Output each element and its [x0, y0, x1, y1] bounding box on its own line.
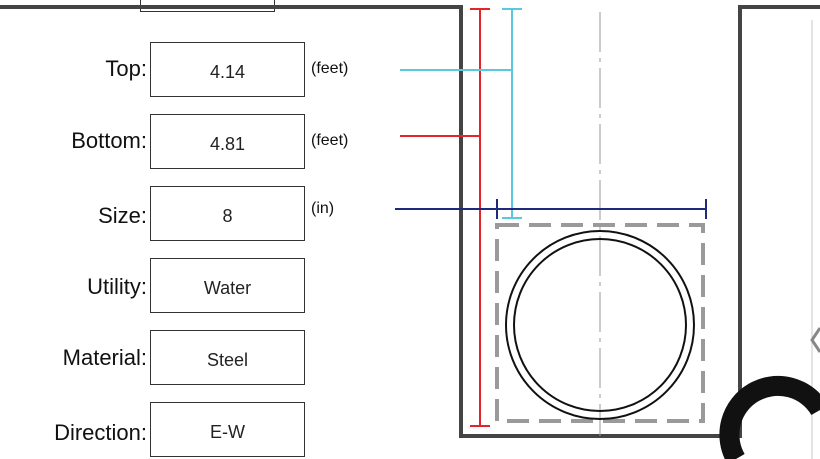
- rotate-arc-icon: [719, 375, 820, 459]
- size-label: Size:: [98, 203, 147, 228]
- utility-field[interactable]: Water: [150, 258, 305, 313]
- top-label: Top:: [105, 56, 147, 81]
- direction-field[interactable]: E-W: [150, 402, 305, 457]
- material-label: Material:: [62, 345, 147, 370]
- bottom-depth-field[interactable]: 4.81: [150, 114, 305, 169]
- direction-label: Direction:: [54, 420, 147, 445]
- size-unit: (in): [311, 200, 335, 217]
- chevron-left-icon: [810, 327, 820, 353]
- top-depth-field[interactable]: 4.14: [150, 42, 305, 97]
- trench-outline: [459, 5, 820, 438]
- pipe-outer-circle: [505, 230, 695, 420]
- pipe-envelope-box: [495, 223, 705, 423]
- bottom-unit: (feet): [311, 132, 349, 149]
- utility-label: Utility:: [87, 274, 147, 299]
- size-field[interactable]: 8: [150, 186, 305, 241]
- material-field[interactable]: Steel: [150, 330, 305, 385]
- bottom-label: Bottom:: [71, 128, 147, 153]
- pipe-inner-circle: [513, 238, 687, 412]
- top-unit: (feet): [311, 60, 349, 77]
